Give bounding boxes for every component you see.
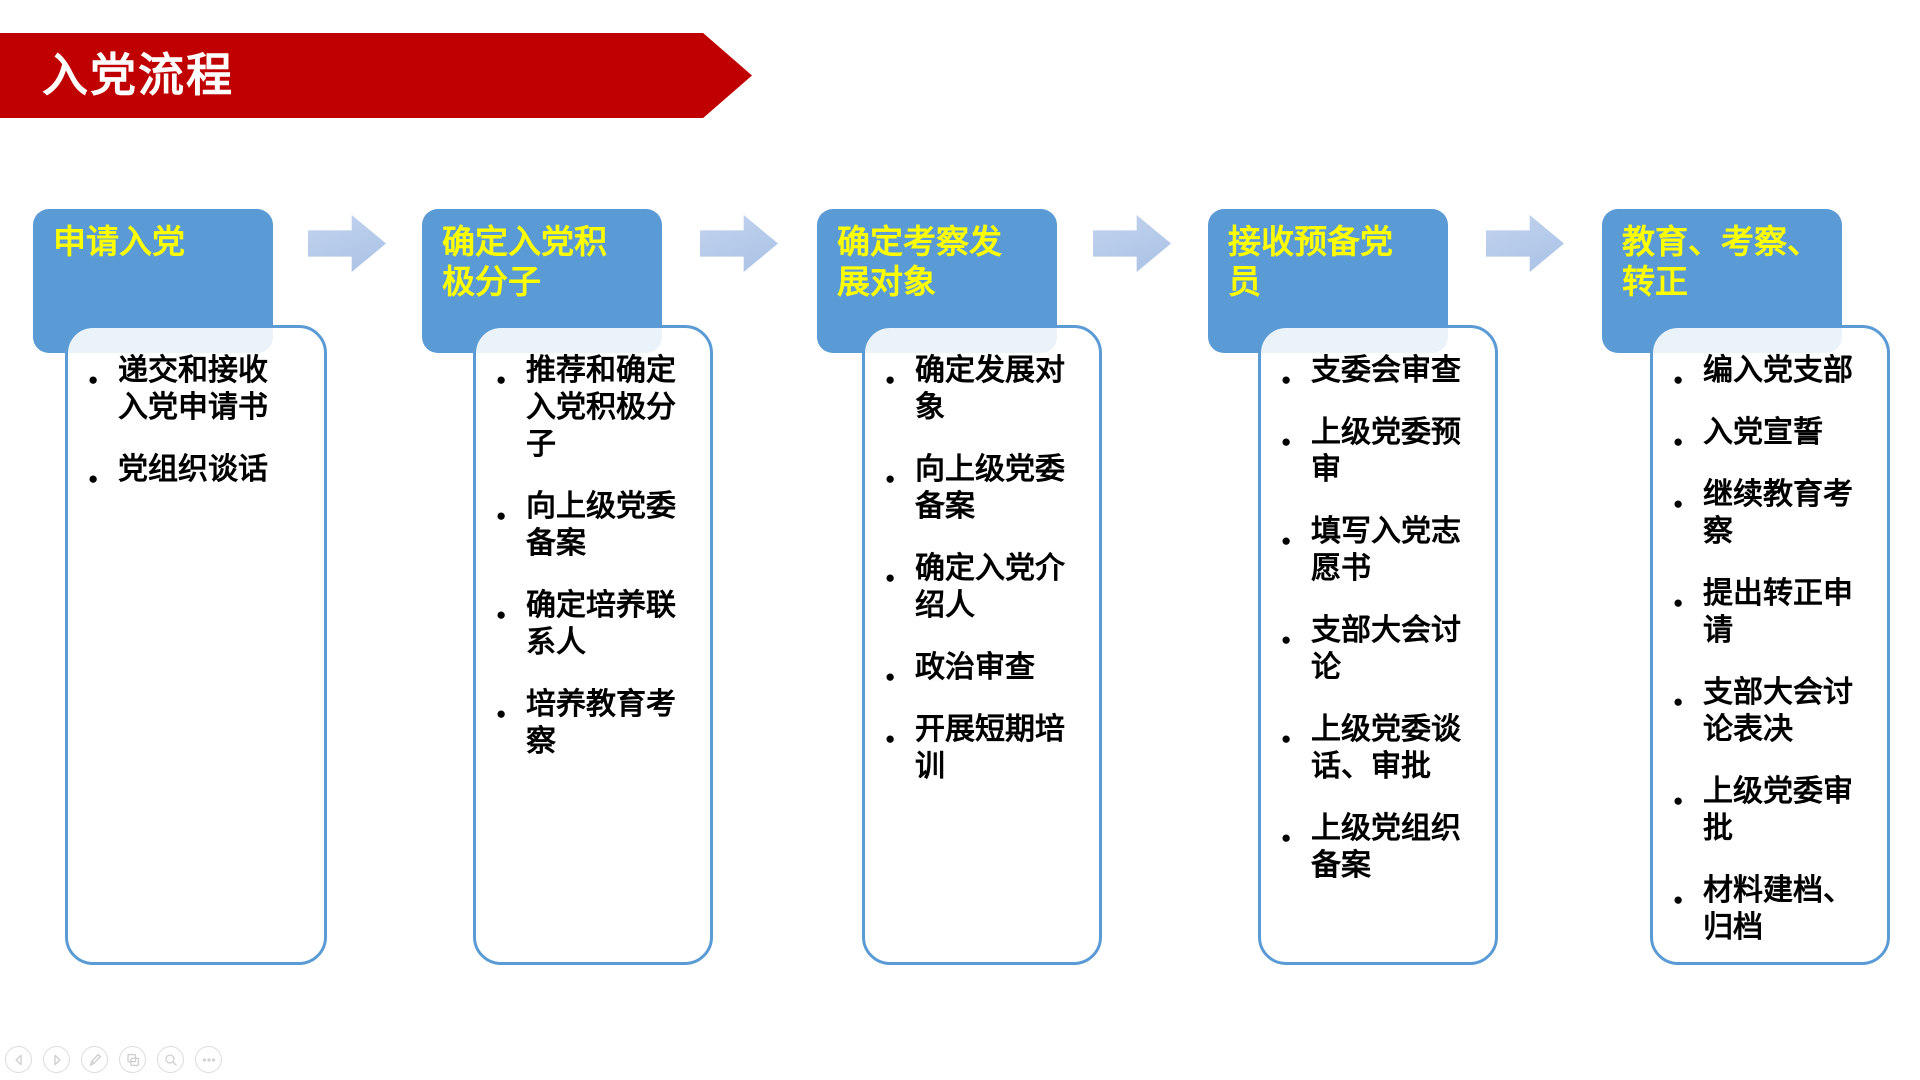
step-title: 接收预备党 员 bbox=[1228, 223, 1393, 300]
bullet-list: 编入党支部 入党宣誓 继续教育考察 提出转正申请 支部大会讨论表决 上级党委审批… bbox=[1653, 328, 1887, 946]
step-title: 申请入党 bbox=[53, 223, 185, 260]
step-details-4: 支委会审查 上级党委预审 填写入党志愿书 支部大会讨论 上级党委谈话、审批 上级… bbox=[1258, 325, 1498, 965]
list-item: 开展短期培训 bbox=[885, 711, 1071, 785]
flow-arrow-icon bbox=[308, 215, 386, 272]
list-item: 上级党委审批 bbox=[1673, 773, 1859, 847]
flow-arrow-icon bbox=[700, 215, 778, 272]
list-item: 推荐和确定入党积极分子 bbox=[496, 352, 682, 463]
step-details-3: 确定发展对象 向上级党委备案 确定入党介绍人 政治审查 开展短期培训 bbox=[862, 325, 1102, 965]
page-title: 入党流程 bbox=[42, 49, 234, 101]
list-item: 编入党支部 bbox=[1673, 352, 1859, 398]
step-details-2: 推荐和确定入党积极分子 向上级党委备案 确定培养联系人 培养教育考察 bbox=[473, 325, 713, 965]
list-item: 向上级党委备案 bbox=[496, 488, 682, 562]
list-item: 支委会审查 bbox=[1281, 352, 1467, 398]
ellipsis-icon bbox=[202, 1057, 215, 1062]
list-item: 填写入党志愿书 bbox=[1281, 513, 1467, 587]
list-item: 上级党组织备案 bbox=[1281, 810, 1467, 884]
bullet-list: 支委会审查 上级党委预审 填写入党志愿书 支部大会讨论 上级党委谈话、审批 上级… bbox=[1261, 328, 1495, 884]
presentation-controls bbox=[5, 1046, 222, 1073]
flow-arrow-icon bbox=[1486, 215, 1564, 272]
list-item: 支部大会讨论表决 bbox=[1673, 674, 1859, 748]
flow-arrow-icon bbox=[1093, 215, 1171, 272]
list-item: 确定发展对象 bbox=[885, 352, 1071, 426]
magnifier-icon bbox=[164, 1053, 177, 1066]
list-item: 上级党委预审 bbox=[1281, 414, 1467, 488]
list-item: 提出转正申请 bbox=[1673, 575, 1859, 649]
step-title: 教育、考察、 转正 bbox=[1622, 223, 1820, 300]
triangle-right-icon bbox=[53, 1054, 61, 1065]
triangle-left-icon bbox=[14, 1054, 22, 1065]
list-item: 政治审查 bbox=[885, 649, 1071, 695]
title-banner: 入党流程 bbox=[0, 33, 752, 118]
slide-thumbnails-button[interactable] bbox=[119, 1046, 146, 1073]
list-item: 支部大会讨论 bbox=[1281, 612, 1467, 686]
step-details-1: 递交和接收入党申请书 党组织谈话 bbox=[65, 325, 327, 965]
pen-button[interactable] bbox=[81, 1046, 108, 1073]
list-item: 继续教育考察 bbox=[1673, 476, 1859, 550]
list-item: 上级党委谈话、审批 bbox=[1281, 711, 1467, 785]
slides-icon bbox=[126, 1053, 139, 1066]
next-slide-button[interactable] bbox=[43, 1046, 70, 1073]
step-details-5: 编入党支部 入党宣誓 继续教育考察 提出转正申请 支部大会讨论表决 上级党委审批… bbox=[1650, 325, 1890, 965]
zoom-button[interactable] bbox=[157, 1046, 184, 1073]
list-item: 党组织谈话 bbox=[88, 451, 274, 497]
more-button[interactable] bbox=[195, 1046, 222, 1073]
list-item: 确定培养联系人 bbox=[496, 587, 682, 661]
list-item: 递交和接收入党申请书 bbox=[88, 352, 274, 426]
pen-icon bbox=[89, 1053, 101, 1066]
step-title: 确定入党积 极分子 bbox=[442, 223, 607, 300]
list-item: 培养教育考察 bbox=[496, 686, 682, 760]
bullet-list: 推荐和确定入党积极分子 向上级党委备案 确定培养联系人 培养教育考察 bbox=[476, 328, 710, 760]
list-item: 确定入党介绍人 bbox=[885, 550, 1071, 624]
list-item: 向上级党委备案 bbox=[885, 451, 1071, 525]
bullet-list: 递交和接收入党申请书 党组织谈话 bbox=[68, 328, 324, 497]
list-item: 材料建档、归档 bbox=[1673, 872, 1859, 946]
bullet-list: 确定发展对象 向上级党委备案 确定入党介绍人 政治审查 开展短期培训 bbox=[865, 328, 1099, 785]
step-title: 确定考察发 展对象 bbox=[837, 223, 1002, 300]
previous-slide-button[interactable] bbox=[5, 1046, 32, 1073]
list-item: 入党宣誓 bbox=[1673, 414, 1859, 460]
